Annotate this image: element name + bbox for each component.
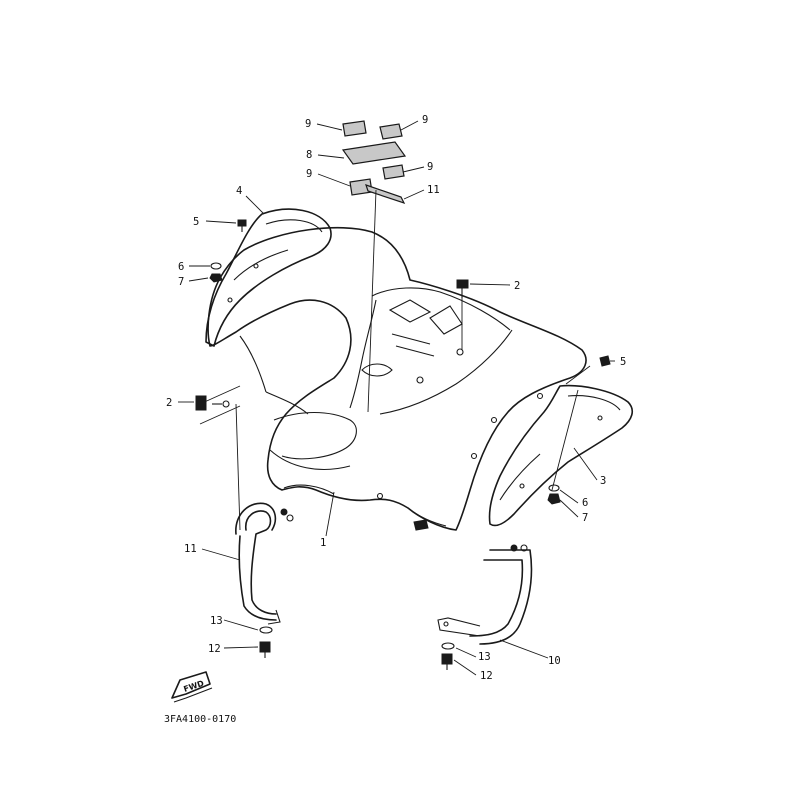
drawing-code: 3FA4100-0170 bbox=[164, 714, 236, 725]
bolt-2-left bbox=[195, 395, 230, 411]
stay-10-right bbox=[437, 544, 533, 645]
nut-7-left bbox=[209, 273, 223, 283]
callout-labels: 9 9 8 9 9 11 4 5 6 7 2 5 2 3 6 7 1 11 13… bbox=[166, 114, 626, 682]
callout-9: 9 bbox=[422, 114, 428, 126]
callout-8: 8 bbox=[306, 149, 312, 161]
callout-13: 13 bbox=[478, 651, 491, 663]
callout-12: 12 bbox=[480, 670, 493, 682]
pad-9-top-right bbox=[379, 123, 403, 140]
callout-12: 12 bbox=[208, 643, 221, 655]
mud-flap-3-right bbox=[488, 384, 634, 527]
plate-8 bbox=[341, 141, 407, 165]
washer-13-right bbox=[441, 642, 455, 650]
nut-7-right bbox=[547, 493, 561, 505]
stay-11-left bbox=[235, 502, 294, 625]
bolt-12-right bbox=[441, 653, 453, 670]
callout-11: 11 bbox=[427, 184, 440, 196]
bolt-5-left bbox=[237, 219, 247, 232]
bolt-12-left bbox=[259, 641, 271, 658]
leader-lines bbox=[178, 120, 615, 676]
callout-5: 5 bbox=[620, 356, 626, 368]
pad-9-middle-right bbox=[382, 164, 405, 180]
callout-10: 10 bbox=[548, 655, 561, 667]
callout-1: 1 bbox=[320, 537, 326, 549]
callout-5: 5 bbox=[193, 216, 199, 228]
washer-6-right bbox=[548, 484, 560, 492]
callout-13: 13 bbox=[210, 615, 223, 627]
callout-6: 6 bbox=[582, 497, 588, 509]
callout-3: 3 bbox=[600, 475, 606, 487]
washer-13-left bbox=[259, 626, 273, 634]
washer-6-left bbox=[210, 262, 222, 270]
callout-11: 11 bbox=[184, 543, 197, 555]
callout-9: 9 bbox=[305, 118, 311, 130]
hardware bbox=[195, 219, 611, 670]
callout-2: 2 bbox=[166, 397, 172, 409]
callout-4: 4 bbox=[236, 185, 242, 197]
callout-6: 6 bbox=[178, 261, 184, 273]
bolt-center-bottom bbox=[413, 519, 429, 531]
callout-9: 9 bbox=[427, 161, 433, 173]
assembly-lines bbox=[199, 189, 591, 531]
callout-7: 7 bbox=[178, 276, 184, 288]
callout-7: 7 bbox=[582, 512, 588, 524]
mud-flap-4-left bbox=[205, 208, 332, 347]
strip-11-top bbox=[365, 184, 406, 205]
callout-9: 9 bbox=[306, 168, 312, 180]
rear-fender-1 bbox=[207, 226, 587, 531]
bolt-5-right bbox=[599, 355, 611, 367]
pad-9-top-left bbox=[342, 120, 367, 137]
bolt-2-top bbox=[456, 279, 469, 298]
callout-2: 2 bbox=[514, 280, 520, 292]
fwd-arrow-icon: FWD bbox=[171, 671, 213, 703]
